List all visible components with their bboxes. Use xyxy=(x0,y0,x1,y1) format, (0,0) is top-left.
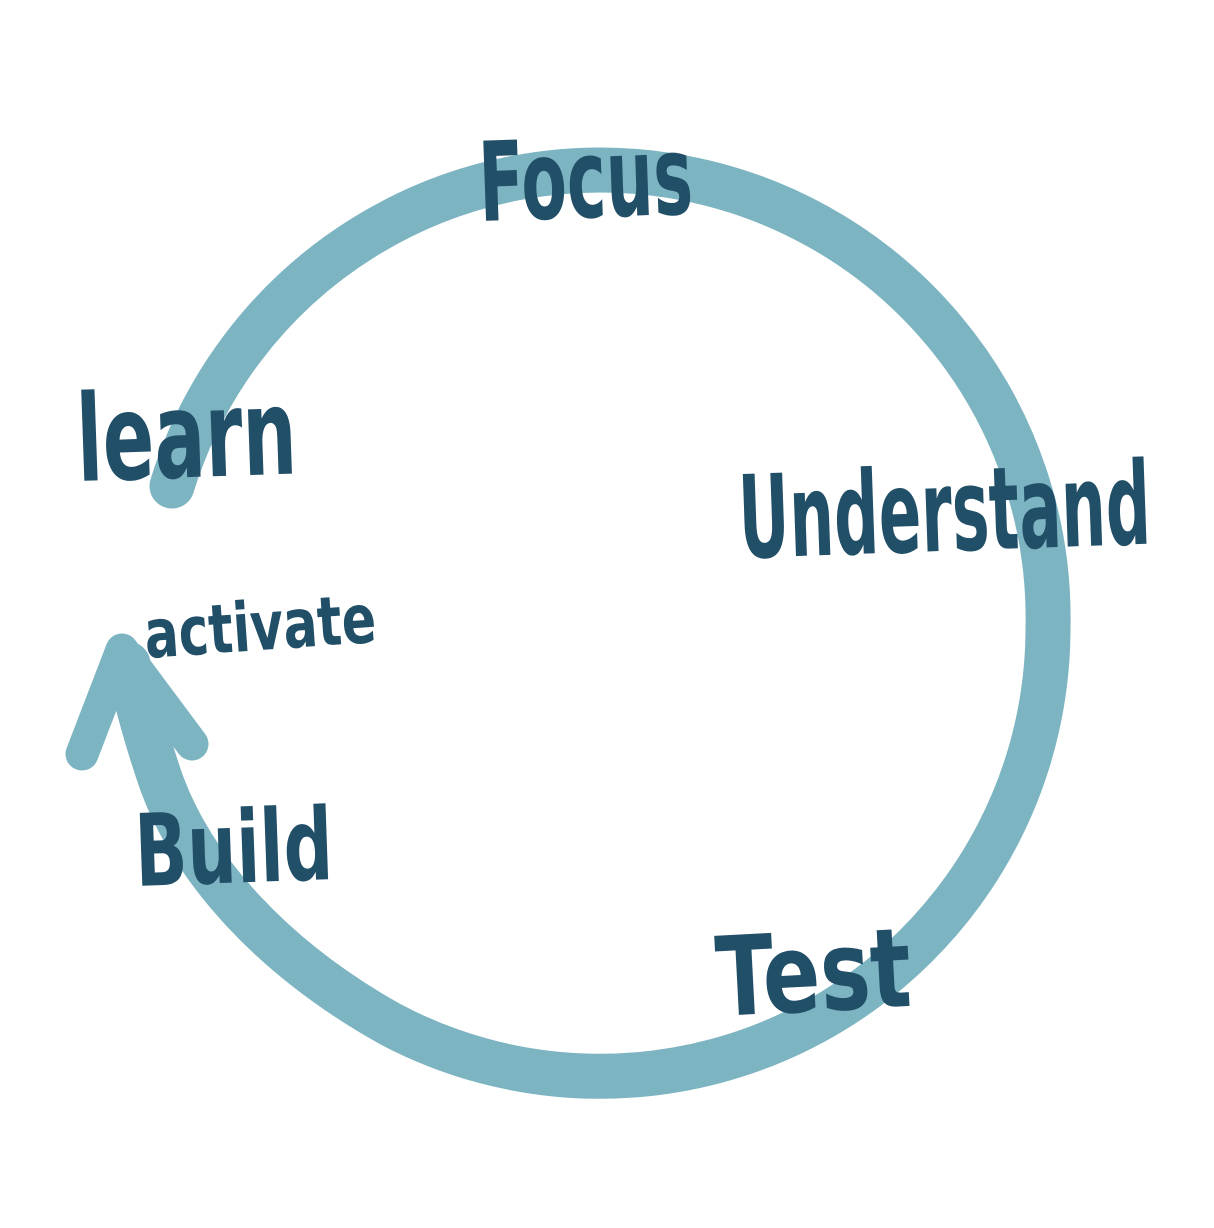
cycle-label-focus: Focus xyxy=(476,112,694,247)
cycle-label-test: Test xyxy=(713,904,914,1042)
cycle-label-learn: learn xyxy=(74,363,299,510)
cycle-arc xyxy=(105,147,1071,1099)
arrowhead-icon xyxy=(65,633,209,771)
cycle-label-understand: Understand xyxy=(736,438,1152,586)
inner-label-activate: activate xyxy=(142,580,379,675)
cycle-label-build: Build xyxy=(133,786,335,910)
